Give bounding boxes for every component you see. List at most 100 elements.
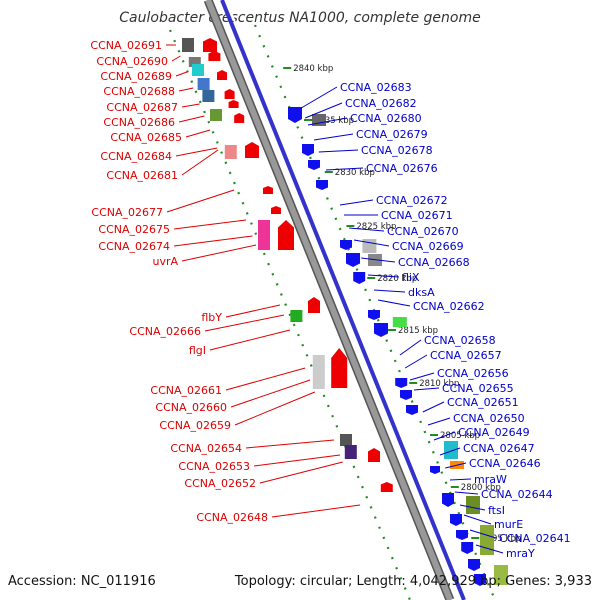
- gene-label-reverse: CCNA_02646: [469, 457, 541, 470]
- label-leader: [367, 274, 400, 278]
- gene-label-reverse: CCNA_02676: [366, 162, 438, 175]
- gene-label-reverse: CCNA_02682: [345, 97, 417, 110]
- ruler-label: 2810 kbp: [419, 379, 459, 389]
- backbone-reverse-strand: [220, 0, 466, 600]
- gene-tile: [466, 496, 480, 514]
- gene-label-forward: CCNA_02686: [103, 116, 175, 129]
- gene-tile: [494, 565, 508, 585]
- gene-label-forward: uvrA: [152, 255, 178, 268]
- label-leader: [449, 478, 472, 481]
- forward-gene-arrow: [331, 348, 348, 388]
- backbone: [205, 0, 453, 600]
- gene-tile: [182, 38, 194, 52]
- gene-label-reverse: CCNA_02647: [463, 442, 535, 455]
- label-leader: [230, 379, 311, 408]
- label-leader: [377, 299, 411, 307]
- genome-summary-text: Topology: circular; Length: 4,042,929 bp…: [234, 574, 592, 589]
- gene-shape: [263, 186, 273, 194]
- label-leader: [178, 115, 205, 123]
- gene-label-forward: flbY: [201, 311, 222, 324]
- gene-label-reverse: CCNA_02671: [381, 209, 453, 222]
- ruler-dots-left: [168, 29, 412, 600]
- label-leader: [185, 129, 211, 138]
- gene-label-forward: CCNA_02677: [91, 206, 163, 219]
- gene-tile: [197, 78, 210, 90]
- forward-gene-arrow: [278, 220, 294, 250]
- reverse-gene-arrow: [442, 493, 454, 507]
- label-leader: [445, 462, 467, 469]
- gene-shape: [208, 51, 221, 61]
- gene-label-reverse: mraW: [474, 473, 507, 486]
- label-leader: [409, 372, 435, 381]
- gene-label-reverse: fliX: [402, 271, 420, 284]
- label-leader: [225, 304, 281, 318]
- forward-gene-arrow: [224, 89, 235, 99]
- gene-shape: [395, 378, 408, 388]
- gene-label-forward: CCNA_02687: [106, 101, 178, 114]
- ruler-label: 2795 kbp: [481, 534, 521, 544]
- forward-gene-arrow: [245, 142, 259, 158]
- gene-shape: [224, 89, 235, 99]
- gene-shape: [278, 220, 294, 250]
- gene-tile: [224, 145, 237, 159]
- label-leader: [307, 117, 348, 126]
- gene-shape: [450, 514, 462, 526]
- gene-tile: [392, 317, 407, 327]
- reverse-gene-arrow: [400, 390, 412, 400]
- backbone-gap: [225, 0, 469, 600]
- gene-label-forward: CCNA_02660: [155, 401, 227, 414]
- label-leader: [300, 86, 338, 109]
- gene-label-forward: CCNA_02684: [100, 150, 172, 163]
- gene-shape: [474, 574, 486, 586]
- gene-label-reverse: CCNA_02644: [481, 488, 553, 501]
- gene-label-reverse: CCNA_02655: [442, 382, 514, 395]
- gene-label-reverse: CCNA_02662: [413, 300, 485, 313]
- label-leader: [439, 447, 461, 456]
- label-leader: [353, 239, 390, 247]
- label-leader: [413, 387, 440, 391]
- gene-label-reverse: murE: [494, 518, 523, 531]
- gene-shape: [400, 390, 412, 400]
- forward-gene-arrow: [368, 448, 380, 462]
- label-leader: [234, 391, 315, 426]
- label-leader: [349, 227, 385, 232]
- gene-shape: [442, 493, 454, 507]
- forward-gene-arrow: [271, 206, 281, 214]
- gene-tile: [202, 90, 215, 102]
- gene-shape: [406, 405, 418, 415]
- forward-gene-arrow: [234, 113, 245, 123]
- gene-label-forward: CCNA_02666: [129, 325, 201, 338]
- ruler-label: 2820 kbp: [377, 274, 417, 284]
- forward-gene-arrow: [208, 51, 221, 61]
- gene-label-forward: CCNA_02681: [106, 169, 178, 182]
- gene-tile: [312, 355, 325, 389]
- gene-label-reverse: mraY: [506, 547, 535, 560]
- ruler-label: 2805 kbp: [440, 431, 480, 441]
- gene-label-forward: CCNA_02661: [150, 384, 222, 397]
- label-leader: [433, 431, 456, 441]
- gene-shape: [346, 253, 360, 267]
- gene-label-reverse: ftsI: [488, 504, 505, 517]
- gene-shape: [234, 113, 245, 123]
- label-leader: [173, 235, 253, 247]
- gene-tile: [362, 239, 377, 253]
- gene-shape: [430, 466, 440, 474]
- gene-label-reverse: CCNA_02658: [424, 334, 496, 347]
- label-leader: [318, 149, 359, 153]
- gene-label-reverse: CCNA_02670: [387, 225, 459, 238]
- gene-label-forward: CCNA_02653: [178, 460, 250, 473]
- gene-label-forward: CCNA_02675: [98, 223, 170, 236]
- label-leader: [173, 219, 247, 230]
- gene-label-reverse: CCNA_02668: [398, 256, 470, 269]
- gene-tile: [210, 109, 222, 121]
- forward-gene-arrow: [380, 482, 393, 492]
- gene-tile: [344, 445, 357, 459]
- gene-shape: [308, 297, 320, 313]
- gene-tile: [312, 114, 326, 126]
- label-leader: [475, 544, 504, 554]
- label-leader: [361, 257, 396, 263]
- label-leader: [225, 367, 306, 391]
- reverse-gene-arrow: [474, 574, 486, 586]
- reverse-gene-arrow: [302, 144, 314, 156]
- gene-tile: [290, 310, 303, 322]
